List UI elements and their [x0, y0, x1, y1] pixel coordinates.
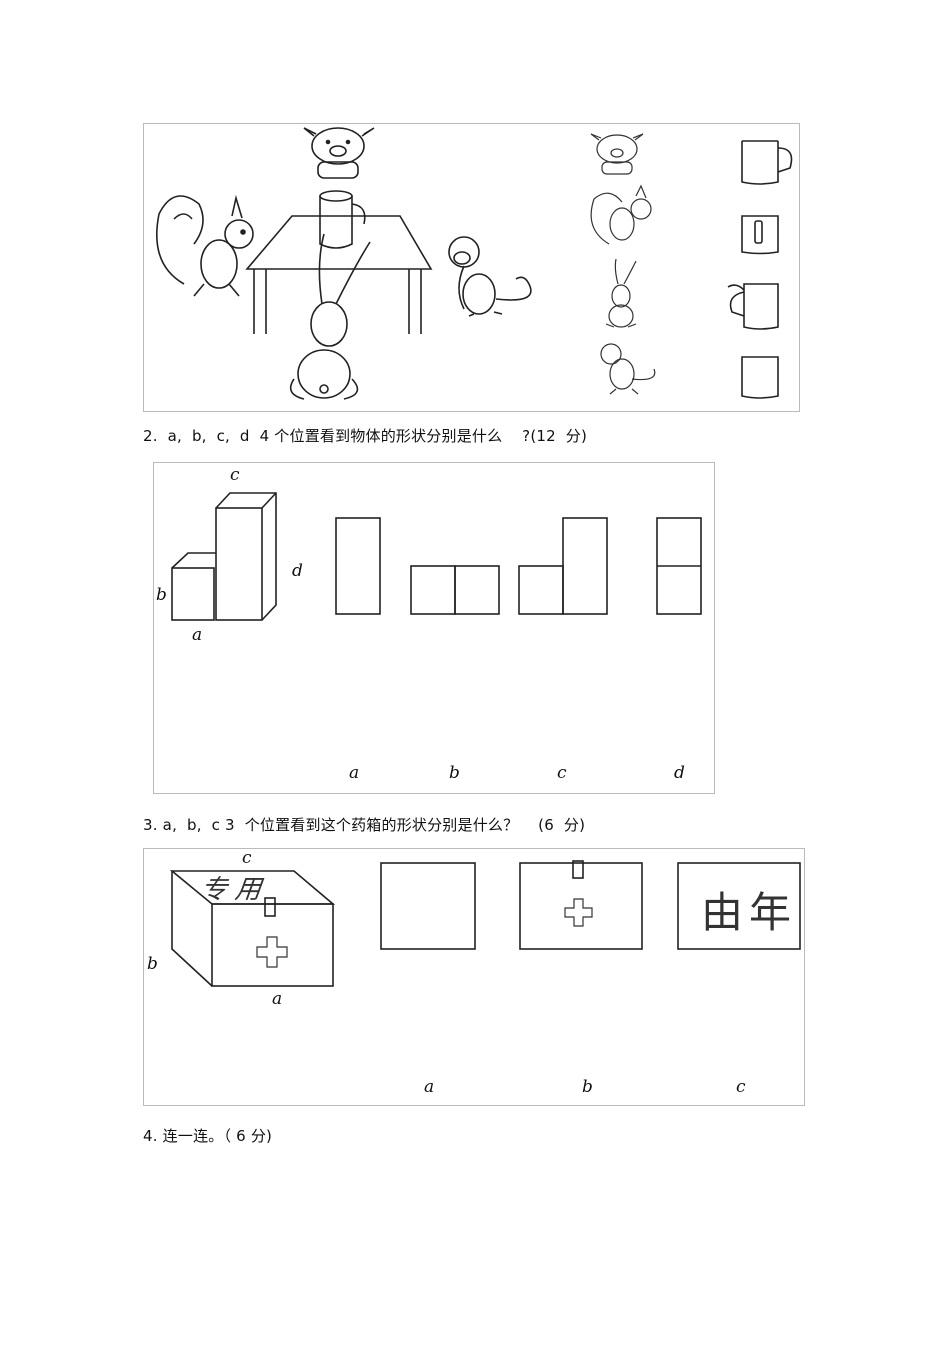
squirrel-icon — [156, 194, 254, 297]
figure-medicine-box: 专用 由年 c b a a b c — [143, 848, 805, 1106]
cross-icon — [256, 936, 288, 968]
monkey-icon — [448, 236, 532, 317]
mug-icon — [741, 356, 779, 399]
block-3d-small — [171, 552, 216, 621]
view-c-shape — [518, 517, 608, 615]
question-3-text: 3. a, b, c 3 个位置看到这个药箱的形状分别是什么？ (6 分) — [143, 816, 586, 834]
view-b-shape — [519, 860, 643, 950]
view-a-shape — [380, 862, 476, 950]
figure-blocks: c b d a a b c d — [153, 462, 715, 794]
figure-animals-table — [143, 123, 800, 412]
view-c-shape — [677, 862, 801, 950]
medicine-box-illustration — [169, 860, 801, 987]
pig-icon — [303, 127, 375, 179]
label-b: b — [147, 954, 158, 974]
mug-icon — [741, 140, 793, 185]
animals-table-illustration — [156, 127, 793, 400]
block-3d-tall — [215, 492, 277, 621]
box-top-text: 专用 — [197, 875, 277, 905]
table-icon — [245, 215, 433, 334]
label-a: a — [192, 625, 203, 645]
cross-icon — [564, 898, 593, 927]
blocks-illustration — [171, 492, 702, 621]
view-a-shape — [335, 517, 381, 615]
answer-label-c: c — [557, 763, 567, 783]
label-c: c — [230, 465, 240, 485]
view-b-shape — [410, 565, 500, 615]
label-c: c — [242, 848, 252, 868]
question-4-text: 4. 连一连。（ 6 分) — [143, 1127, 273, 1145]
view-d-shape — [656, 517, 702, 615]
answer-label-b: b — [582, 1077, 593, 1097]
medicine-box-3d — [169, 870, 336, 987]
answer-label-a: a — [349, 763, 360, 783]
mug-icon — [727, 283, 779, 330]
answer-label-d: d — [674, 763, 685, 783]
view-c-text: 由年 — [701, 888, 798, 937]
pig-icon — [590, 133, 644, 175]
answer-label-b: b — [449, 763, 460, 783]
monkey-icon — [600, 343, 656, 395]
answer-label-a: a — [424, 1077, 435, 1097]
question-2-text: 2. a, b, c, d 4 个位置看到物体的形状分别是什么 ?(12 分) — [143, 427, 588, 445]
rabbit-icon — [605, 258, 637, 328]
rabbit-icon — [289, 233, 371, 400]
label-a: a — [272, 989, 283, 1009]
answer-label-c: c — [736, 1077, 746, 1097]
mug-icon — [741, 215, 779, 255]
label-d: d — [292, 561, 303, 581]
mug-icon — [319, 190, 366, 249]
squirrel-icon — [590, 184, 652, 245]
label-b: b — [156, 585, 167, 605]
